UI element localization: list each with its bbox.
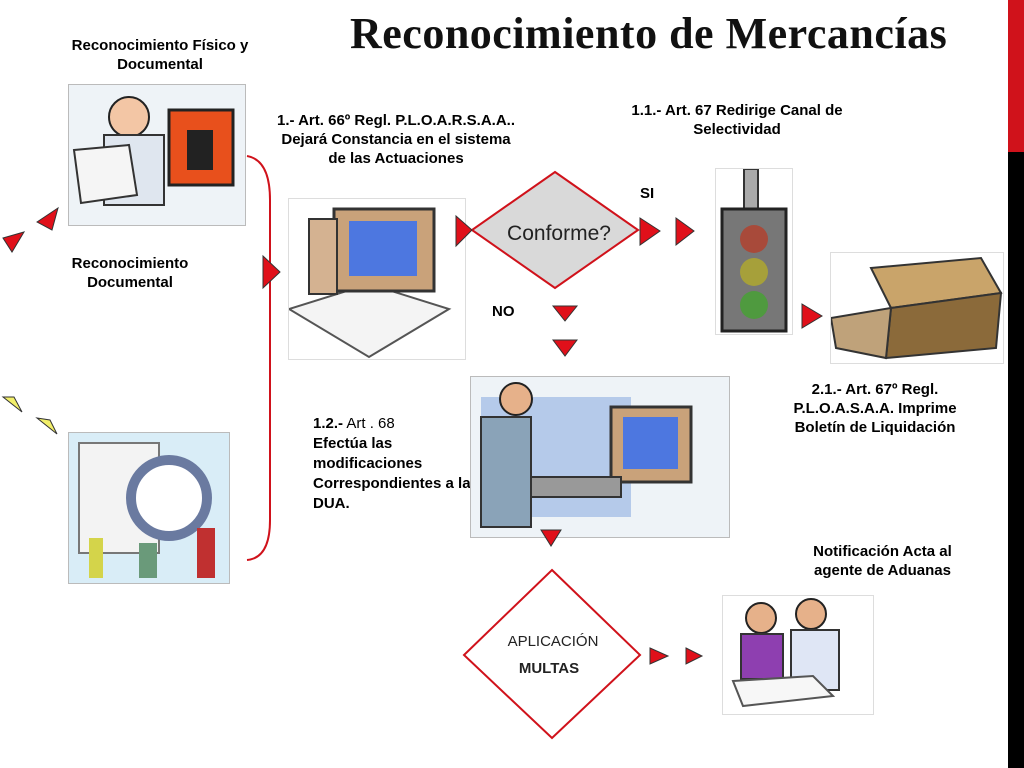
label-reconocimiento-documental: Reconocimiento Documental [71, 255, 189, 291]
arrow-red-left-1 [36, 206, 59, 231]
arrow-red-multas-1 [649, 647, 670, 665]
conforme-text: Conforme? [507, 222, 611, 245]
arrow-red-bracket [262, 254, 281, 290]
conforme-diamond [470, 170, 640, 290]
paso-1-2-article: Art . 68 [343, 415, 395, 432]
man-at-computer-illustration [470, 376, 730, 538]
label-notificacion: Notificación Acta al agente de Aduanas [813, 543, 952, 579]
man-with-box-illustration [68, 84, 246, 226]
arrow-red-left-2 [2, 231, 26, 253]
arrow-red-si-1 [639, 217, 661, 246]
arrow-yellow-1 [1, 396, 23, 413]
paso-1-2-number: 1.2.- [313, 415, 344, 432]
traffic-light-illustration [715, 168, 793, 335]
aplicacion-multas-diamond [462, 568, 642, 740]
arrow-red-no-2 [552, 339, 578, 357]
label-paso-1: 1.- Art. 66º Regl. P.L.O.A.R.S.A.A.. Dej… [276, 112, 516, 167]
arrow-red-to-printer [801, 303, 823, 329]
label-si: SI [640, 185, 655, 202]
team-magnifier-illustration [68, 432, 230, 584]
label-paso-1-1: 1.1.- Art. 67 Redirige Canal de Selectiv… [631, 102, 843, 138]
right-edge-accent [1008, 0, 1024, 152]
page-title: Reconocimiento de Mercancías [350, 9, 948, 58]
multas-text: MULTAS [519, 660, 579, 677]
arrow-red-to-conforme [455, 214, 473, 248]
bracket-line [246, 155, 271, 561]
label-paso-1-2: 1.2.- Art . 68 Efectúa las modificacione… [313, 414, 473, 514]
arrow-red-no-1 [551, 305, 579, 322]
computer-documents-illustration [288, 198, 466, 360]
aplicacion-text: APLICACIÓN [508, 633, 599, 650]
arrow-red-multas-2 [685, 647, 704, 665]
meeting-illustration [722, 595, 874, 715]
arrow-yellow-2 [35, 417, 58, 435]
printer-illustration [830, 252, 1004, 364]
right-edge-bar [1008, 0, 1024, 768]
arrow-red-si-2 [675, 217, 695, 247]
label-no: NO [492, 303, 515, 320]
label-paso-2-1: 2.1.- Art. 67º Regl. P.L.O.A.S.A.A. Impr… [793, 381, 957, 436]
label-reconocimiento-fisico: Reconocimiento Físico y Documental [71, 37, 249, 73]
arrow-red-to-multas [540, 529, 562, 547]
paso-1-2-body: Efectúa las modificaciones Correspondien… [313, 435, 471, 512]
